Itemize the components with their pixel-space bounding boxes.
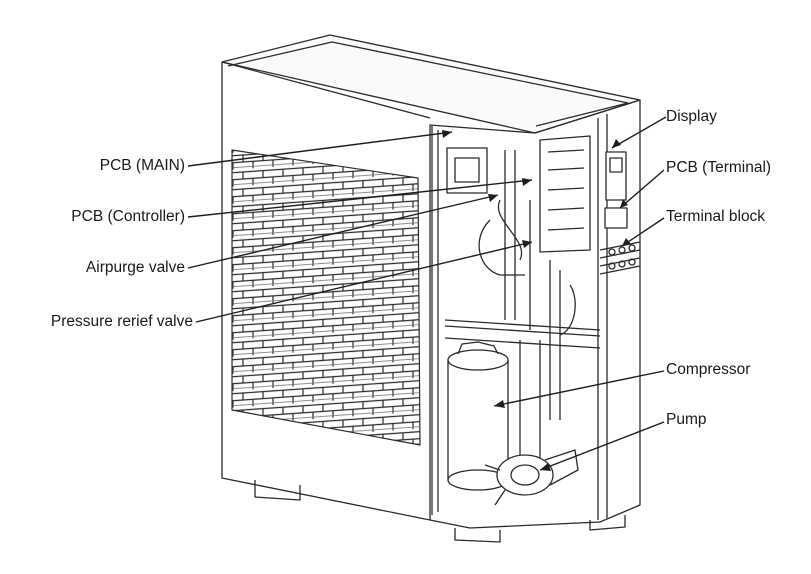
cabinet-feet — [254, 480, 626, 543]
label-pcb-main: PCB (MAIN) — [99, 157, 185, 174]
arrow-airpurge-valve — [488, 194, 498, 202]
fan-grille — [231, 149, 421, 446]
arrow-compressor — [494, 400, 505, 408]
arrow-pcb-main — [442, 130, 452, 138]
label-pressure-relief-valve: Pressure rerief valve — [50, 313, 193, 330]
leader-airpurge-valve — [187, 194, 499, 269]
leader-pcb-terminal — [619, 169, 665, 209]
leader-pump — [539, 421, 665, 471]
label-pump: Pump — [666, 411, 707, 428]
label-compressor: Compressor — [666, 361, 751, 378]
arrow-pressure-relief-valve — [522, 240, 532, 248]
pcb-terminal-board — [604, 207, 628, 229]
cabinet-side-face — [534, 99, 641, 523]
terminal-block-drawing — [599, 241, 641, 275]
label-pcb-terminal: PCB (Terminal) — [666, 159, 772, 176]
pump-drawing — [484, 449, 579, 506]
leader-terminal-block — [621, 217, 665, 247]
label-terminal-block: Terminal block — [666, 208, 766, 225]
label-display: Display — [666, 108, 717, 125]
arrow-pcb-terminal — [620, 199, 628, 208]
compressor-drawing — [447, 341, 509, 491]
arrow-terminal-block — [622, 238, 631, 246]
arrow-pcb-controller — [522, 178, 532, 186]
label-airpurge-valve: Airpurge valve — [85, 259, 185, 276]
label-pcb-controller: PCB (Controller) — [71, 208, 185, 225]
leader-pcb-main — [187, 131, 453, 167]
electrical-panel — [539, 135, 591, 253]
leader-pcb-controller — [187, 179, 533, 218]
leader-pressure-relief-valve — [195, 241, 533, 323]
arrow-display — [612, 139, 621, 148]
pcb-main-box — [446, 147, 488, 194]
arrow-pump — [540, 463, 551, 471]
leader-display — [611, 116, 667, 149]
cabinet-top — [221, 34, 641, 134]
leader-compressor — [493, 370, 665, 407]
